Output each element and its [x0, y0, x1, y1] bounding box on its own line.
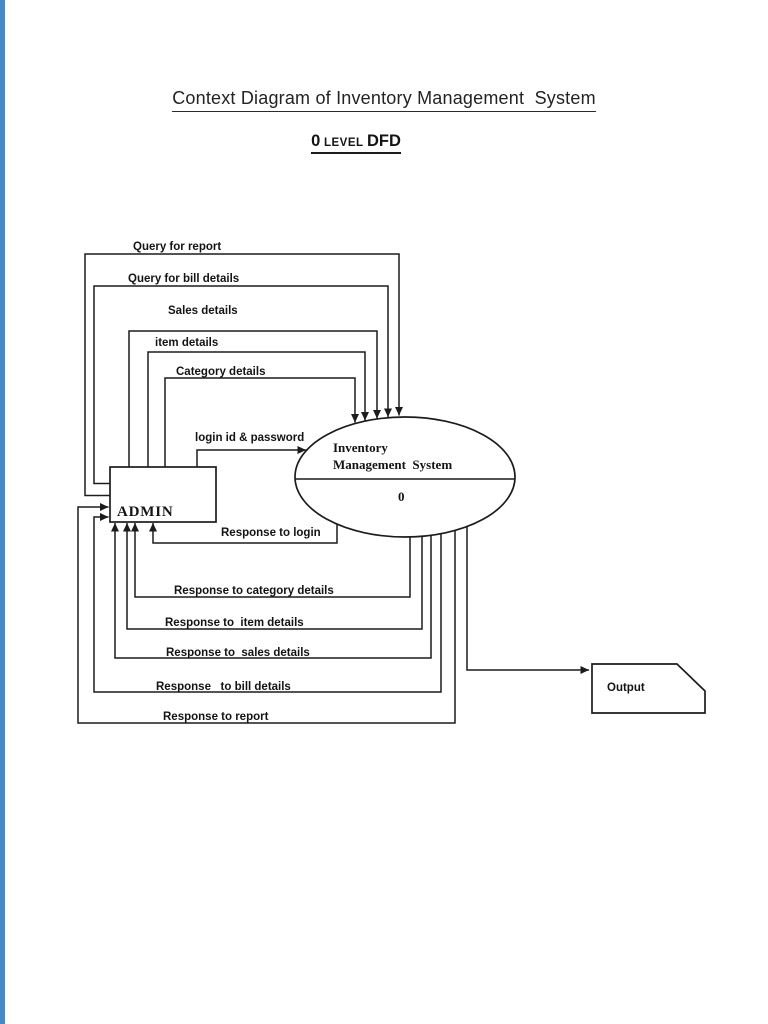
page-subtitle-text: 0 LEVEL DFD	[311, 132, 401, 154]
output-shape	[591, 663, 706, 714]
page-left-edge-strip	[0, 0, 5, 1024]
flow-label: Query for report	[133, 241, 221, 253]
flow-response-to-sales-details: Response to sales details	[111, 523, 432, 659]
flow-query-for-report: Query for report	[84, 241, 403, 497]
flow-response-to-item-details: Response to item details	[123, 523, 423, 630]
flow-response-to-report: Response to report	[77, 503, 456, 724]
output-label: Output	[607, 682, 645, 694]
flow-response-to-bill-details: Response to bill details	[93, 513, 442, 693]
flow-category-details: Category details	[164, 366, 359, 467]
flow-label: Sales details	[168, 305, 238, 317]
page-subtitle: 0 LEVEL DFD	[0, 132, 712, 154]
subtitle-zero: 0	[311, 132, 321, 150]
flow-label: Response to sales details	[166, 647, 310, 659]
flow-label: Response to report	[163, 711, 269, 723]
flow-label: Response to category details	[174, 585, 334, 597]
flow-response-to-login: Response to login	[149, 523, 338, 544]
process-name-line1: Inventory	[333, 440, 388, 455]
flow-label: Response to item details	[165, 617, 304, 629]
admin-entity-box	[109, 466, 217, 523]
flow-sales-details: Sales details	[128, 305, 381, 467]
flow-query-for-bill-details: Query for bill details	[93, 273, 392, 485]
flow-label: item details	[155, 337, 218, 349]
flow-item-details: item details	[147, 337, 369, 467]
process-name-line2: Management System	[333, 457, 452, 472]
admin-label: ADMIN	[117, 504, 174, 520]
flow-to-output	[466, 527, 589, 674]
flow-label: login id & password	[195, 432, 304, 444]
process-level-number: 0	[398, 489, 405, 504]
flow-label: Category details	[176, 366, 265, 378]
flow-label: Response to login	[221, 527, 321, 539]
flow-response-to-category-details: Response to category details	[131, 523, 411, 598]
flow-login-id-password: login id & password	[195, 432, 306, 467]
subtitle-level-text: LEVEL	[323, 137, 364, 149]
flow-label: Response to bill details	[156, 681, 291, 693]
flow-label: Query for bill details	[128, 273, 239, 285]
page-title: Context Diagram of Inventory Management …	[0, 88, 768, 112]
subtitle-dfd: DFD	[367, 132, 401, 150]
process-ellipse	[294, 416, 516, 538]
page-title-text: Context Diagram of Inventory Management …	[172, 88, 596, 112]
